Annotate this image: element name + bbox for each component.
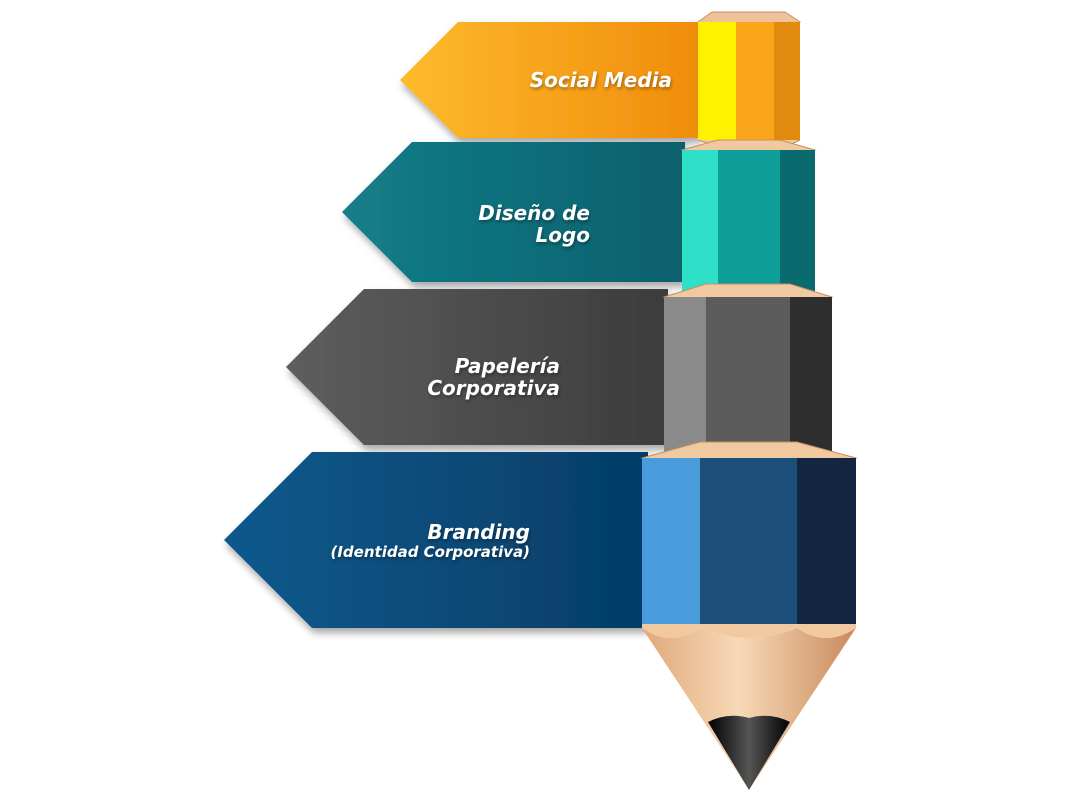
label-branding-subtitle: (Identidad Corporativa)	[330, 543, 531, 561]
pencil-segment-yellow	[697, 11, 801, 153]
label-papeleria: Papelería Corporativa	[427, 355, 560, 399]
label-diseno-logo: Diseño de Logo	[478, 202, 590, 246]
arrow-branding	[224, 452, 648, 628]
label-social-media-title: Social Media	[529, 68, 672, 92]
label-papeleria-subtitle: Corporativa	[427, 376, 560, 400]
label-diseno-logo-subtitle: Logo	[535, 223, 590, 247]
label-papeleria-title: Papelería	[454, 354, 560, 378]
pencil-tip	[642, 628, 856, 790]
label-diseno-logo-title: Diseño de	[478, 201, 590, 225]
label-branding-title: Branding	[427, 520, 530, 544]
pencil-segment-blue	[640, 441, 858, 638]
pencil-segment-teal	[680, 139, 817, 303]
label-branding: Branding (Identidad Corporativa)	[331, 521, 531, 561]
arrow-social-media	[400, 22, 700, 138]
label-social-media: Social Media	[530, 69, 672, 91]
pencil-segment-gray	[662, 283, 834, 469]
arrow-papeleria	[286, 289, 668, 445]
arrow-diseno-logo	[342, 142, 685, 282]
